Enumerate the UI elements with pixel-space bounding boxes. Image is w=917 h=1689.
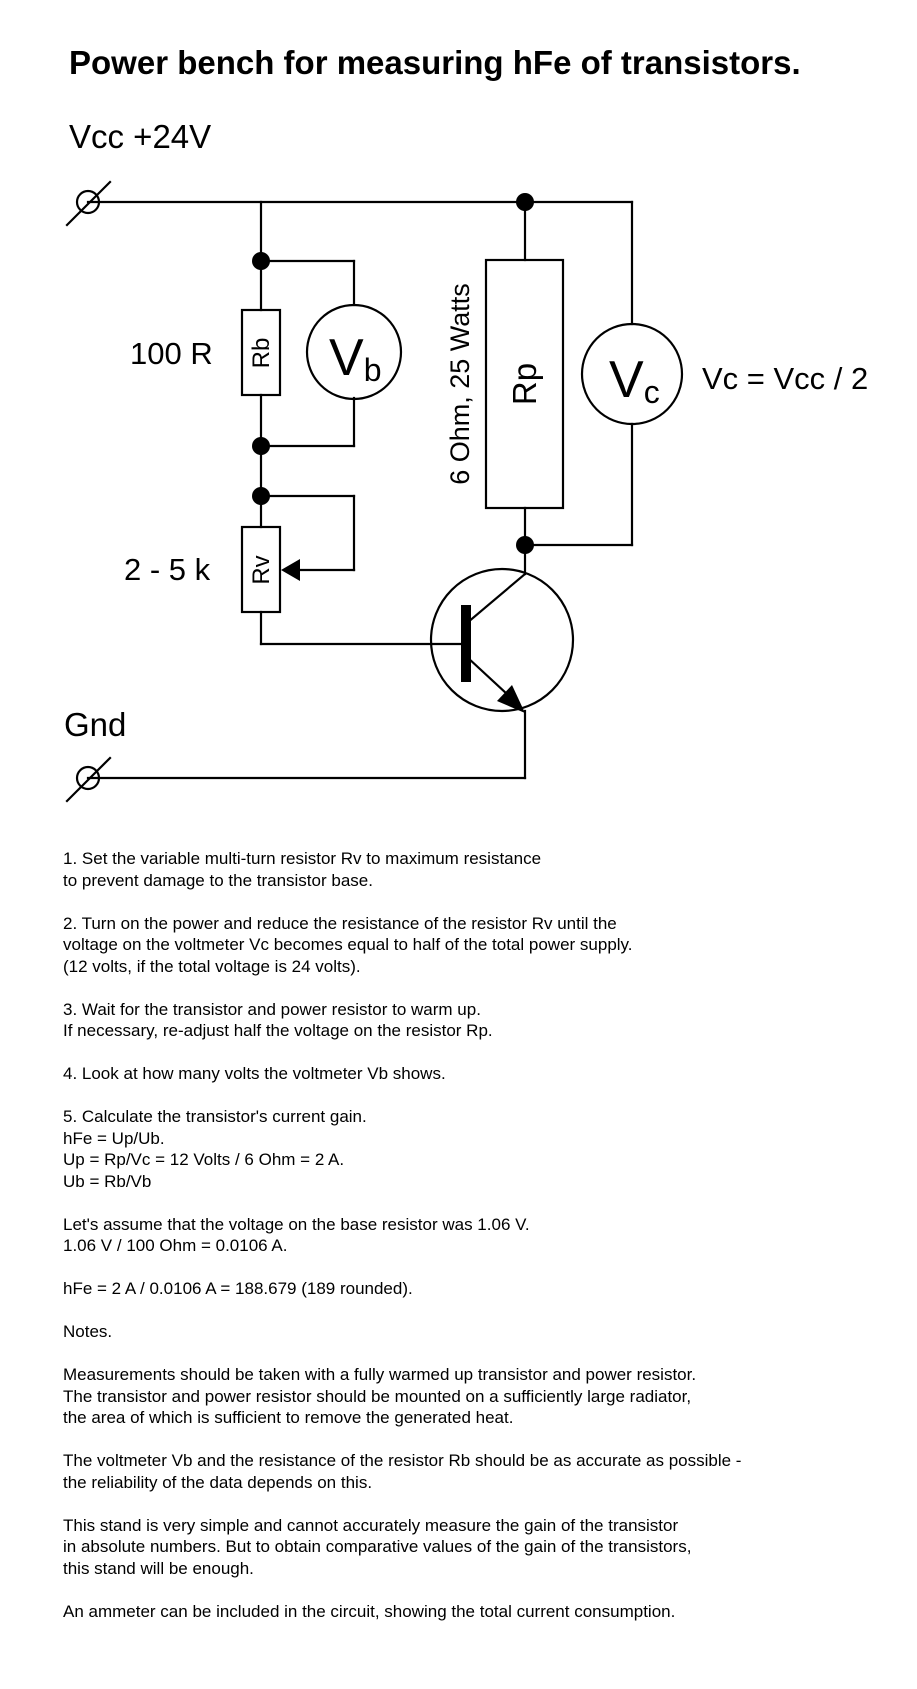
instruction-line: Measurements should be taken with a full…: [63, 1365, 697, 1384]
vb-meter: [305, 303, 403, 401]
vb-symbol: Vb: [329, 329, 381, 388]
instruction-line: The voltmeter Vb and the resistance of t…: [63, 1451, 742, 1470]
instruction-line: hFe = Up/Ub.: [63, 1128, 165, 1148]
instruction-line: (12 volts, if the total voltage is 24 vo…: [63, 956, 361, 976]
instruction-line: 5. Calculate the transistor's current ga…: [63, 1107, 367, 1126]
instruction-paragraph: 3. Wait for the transistor and power res…: [63, 999, 883, 1042]
instruction-paragraph: An ammeter can be included in the circui…: [63, 1601, 883, 1623]
rp-name-label: Rp: [506, 363, 543, 405]
instruction-line: Ub = Rb/Vb: [63, 1171, 152, 1191]
instruction-paragraph: Measurements should be taken with a full…: [63, 1364, 883, 1429]
vcc-terminal-slash: [65, 180, 112, 227]
instruction-line: the area of which is sufficient to remov…: [63, 1408, 514, 1427]
vcc-terminal: [75, 189, 101, 215]
emitter-arrow: [497, 685, 525, 713]
vc-meter: [580, 322, 684, 426]
instruction-paragraph: Let's assume that the voltage on the bas…: [63, 1214, 883, 1257]
gnd-terminal-slash: [65, 756, 112, 803]
rb-value-label: 100 R: [130, 336, 213, 371]
instruction-line: voltage on the voltmeter Vc becomes equa…: [63, 935, 633, 954]
instruction-paragraph: 1. Set the variable multi-turn resistor …: [63, 848, 883, 891]
junction-dot: [252, 252, 270, 270]
instruction-line: to prevent damage to the transistor base…: [63, 870, 373, 890]
rv-wiper-arrow: [281, 559, 300, 581]
instruction-line: The transistor and power resistor should…: [63, 1386, 692, 1406]
page-title: Power bench for measuring hFe of transis…: [69, 44, 801, 81]
instruction-paragraph: 5. Calculate the transistor's current ga…: [63, 1106, 883, 1192]
instruction-line: 2. Turn on the power and reduce the resi…: [63, 913, 617, 933]
junction-dot: [516, 193, 534, 211]
rb-name-label: Rb: [248, 338, 275, 369]
instruction-line: 3. Wait for the transistor and power res…: [63, 999, 481, 1019]
instruction-line: the reliability of the data depends on t…: [63, 1472, 373, 1492]
junction-dot: [516, 536, 534, 554]
rv-value-label: 2 - 5 k: [124, 552, 211, 587]
instruction-line: in absolute numbers. But to obtain compa…: [63, 1537, 692, 1556]
instruction-line: this stand will be enough.: [63, 1558, 254, 1578]
vc-symbol: Vc: [609, 351, 660, 410]
vcc-label: Vcc +24V: [69, 118, 211, 155]
gnd-terminal: [75, 765, 101, 791]
instruction-paragraph: Notes.: [63, 1321, 883, 1343]
vc-formula: Vc = Vcc / 2: [702, 361, 868, 396]
transistor-collector: [465, 572, 527, 625]
instruction-line: 4. Look at how many volts the voltmeter …: [63, 1064, 446, 1083]
instruction-paragraph: The voltmeter Vb and the resistance of t…: [63, 1450, 883, 1493]
instruction-paragraph: 4. Look at how many volts the voltmeter …: [63, 1063, 883, 1085]
instruction-line: This stand is very simple and cannot acc…: [63, 1515, 679, 1535]
gnd-label: Gnd: [64, 706, 126, 743]
instruction-line: Up = Rp/Vc = 12 Volts / 6 Ohm = 2 A.: [63, 1150, 345, 1169]
instruction-paragraph: This stand is very simple and cannot acc…: [63, 1515, 883, 1580]
rp-value-label: 6 Ohm, 25 Watts: [445, 283, 475, 485]
vb-symbol-main: V: [329, 329, 364, 387]
instruction-line: Notes.: [63, 1322, 113, 1341]
instruction-line: Let's assume that the voltage on the bas…: [63, 1214, 530, 1234]
junction-dot: [252, 437, 270, 455]
instructions: 1. Set the variable multi-turn resistor …: [63, 848, 883, 1644]
instruction-line: If necessary, re-adjust half the voltage…: [63, 1021, 493, 1040]
instruction-line: 1.06 V / 100 Ohm = 0.0106 A.: [63, 1236, 288, 1255]
instruction-line: An ammeter can be included in the circui…: [63, 1601, 676, 1621]
vc-symbol-sub: c: [644, 374, 660, 410]
instruction-paragraph: 2. Turn on the power and reduce the resi…: [63, 913, 883, 978]
instruction-line: hFe = 2 A / 0.0106 A = 188.679 (189 roun…: [63, 1279, 413, 1298]
instruction-paragraph: hFe = 2 A / 0.0106 A = 188.679 (189 roun…: [63, 1278, 883, 1300]
vb-symbol-sub: b: [364, 352, 382, 388]
instruction-line: 1. Set the variable multi-turn resistor …: [63, 849, 542, 868]
vc-symbol-main: V: [609, 351, 644, 409]
transistor-base-bar: [461, 605, 471, 682]
circuit-schematic: Vcc +24V Gnd 100 R 2 - 5 k Rb Rv Rp 6 Oh…: [64, 118, 868, 803]
junction-dot: [252, 487, 270, 505]
transistor-body: [429, 567, 575, 713]
rv-name-label: Rv: [248, 555, 275, 584]
